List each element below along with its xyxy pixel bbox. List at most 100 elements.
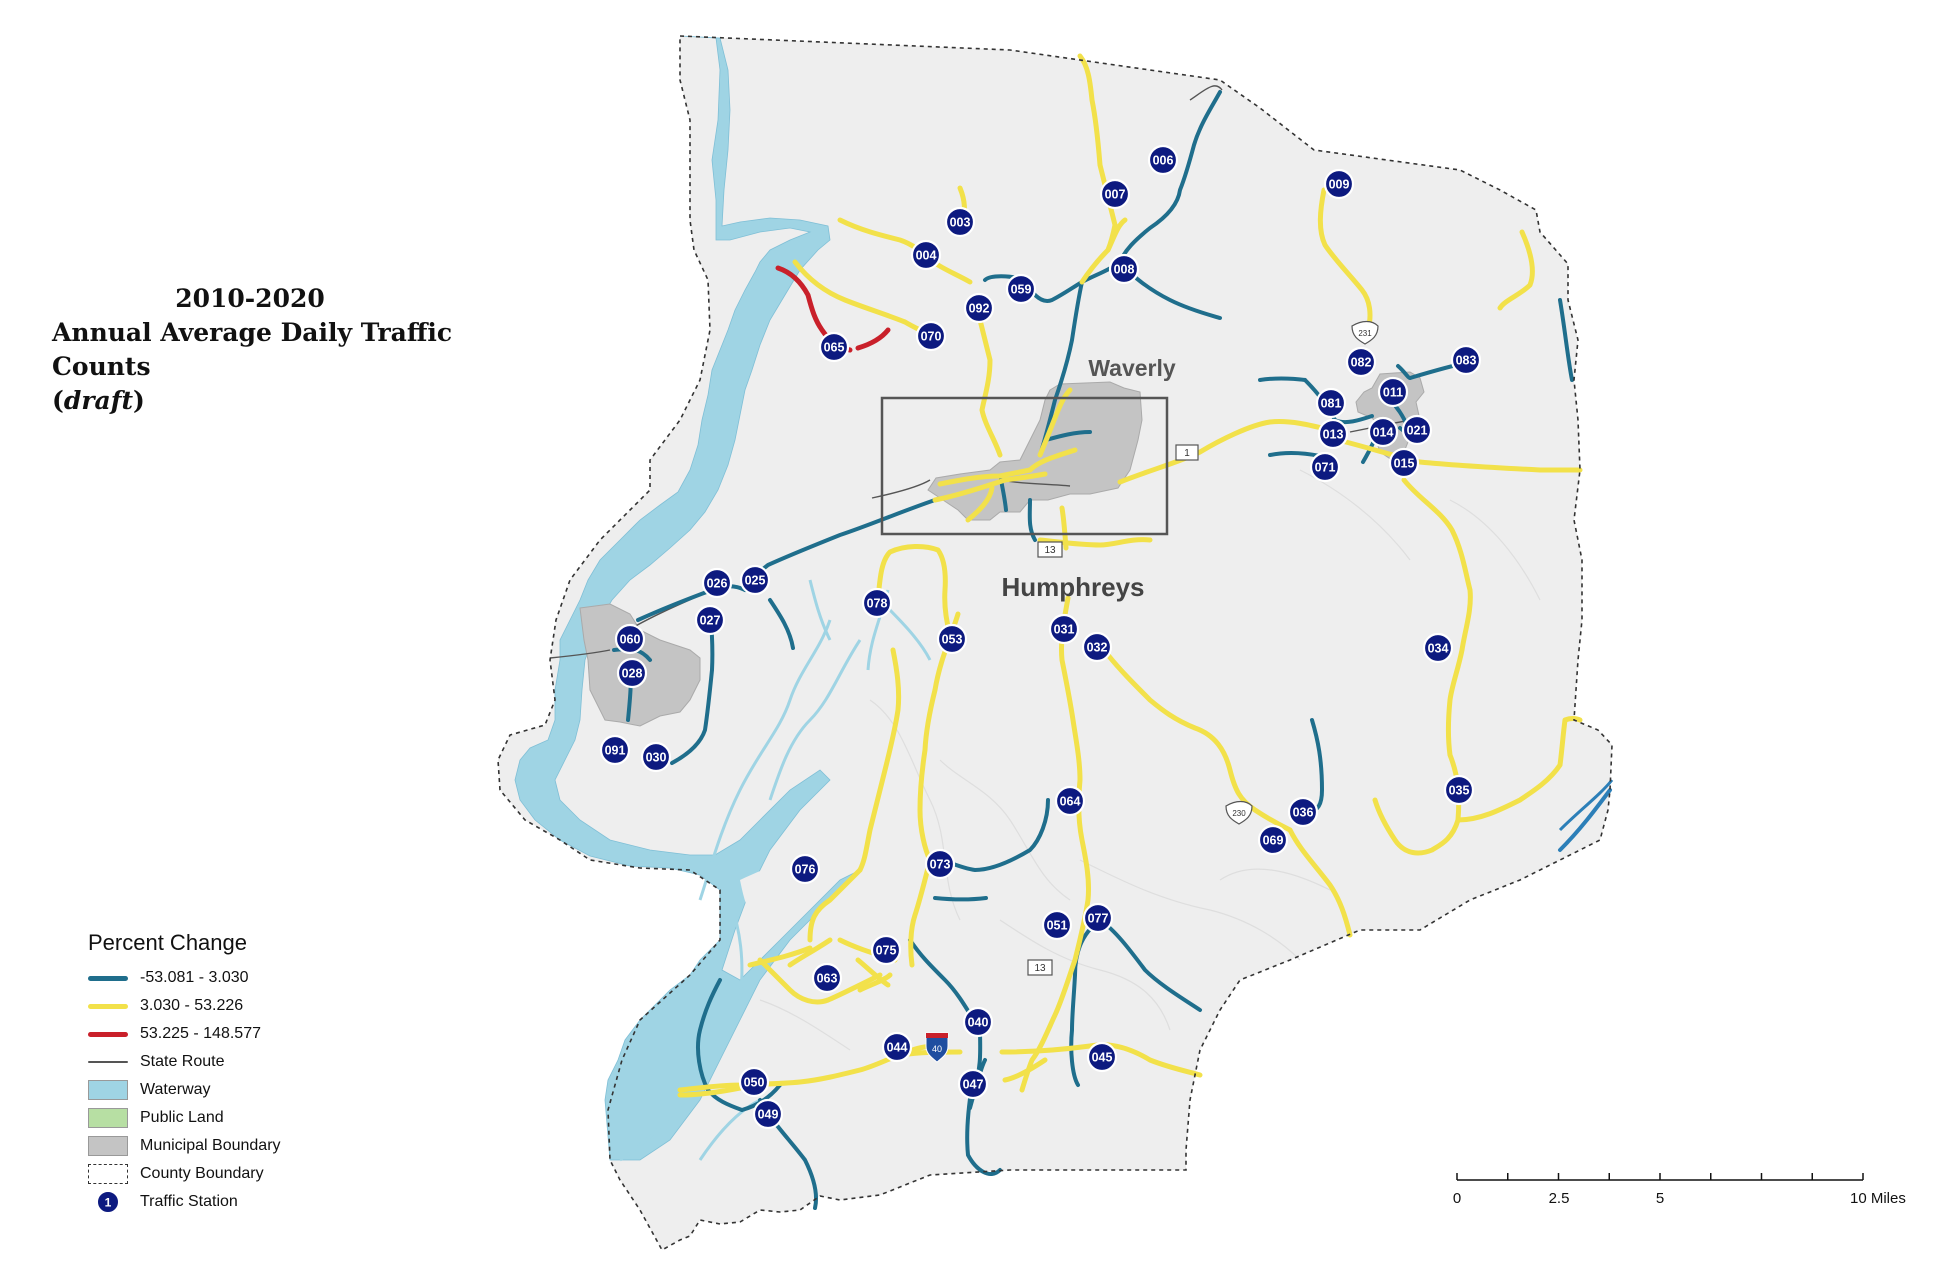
traffic-station-063[interactable]: 063: [811, 962, 843, 994]
traffic-station-049[interactable]: 049: [752, 1098, 784, 1130]
traffic-station-marker[interactable]: [739, 564, 771, 596]
traffic-station-marker[interactable]: [1345, 346, 1377, 378]
traffic-station-009[interactable]: 009: [1323, 168, 1355, 200]
place-label-waverly: Waverly: [1088, 355, 1176, 381]
traffic-station-marker[interactable]: [1082, 902, 1114, 934]
traffic-station-marker[interactable]: [1323, 168, 1355, 200]
traffic-station-marker[interactable]: [1388, 447, 1420, 479]
traffic-station-label: 036: [1293, 806, 1314, 820]
traffic-station-025[interactable]: 025: [739, 564, 771, 596]
traffic-station-053[interactable]: 053: [936, 623, 968, 655]
traffic-station-label: 069: [1263, 834, 1284, 848]
traffic-station-013[interactable]: 013: [1317, 418, 1349, 450]
traffic-station-092[interactable]: 092: [963, 292, 995, 324]
traffic-station-091[interactable]: 091: [599, 734, 631, 766]
traffic-station-marker[interactable]: [694, 604, 726, 636]
traffic-station-marker[interactable]: [1377, 376, 1409, 408]
traffic-station-059[interactable]: 059: [1005, 273, 1037, 305]
traffic-station-026[interactable]: 026: [701, 567, 733, 599]
traffic-station-marker[interactable]: [752, 1098, 784, 1130]
traffic-station-045[interactable]: 045: [1086, 1041, 1118, 1073]
traffic-station-marker[interactable]: [1081, 631, 1113, 663]
traffic-station-marker[interactable]: [1147, 144, 1179, 176]
traffic-station-069[interactable]: 069: [1257, 824, 1289, 856]
traffic-station-015[interactable]: 015: [1388, 447, 1420, 479]
traffic-station-marker[interactable]: [870, 934, 902, 966]
traffic-station-marker[interactable]: [599, 734, 631, 766]
traffic-station-014[interactable]: 014: [1367, 416, 1399, 448]
traffic-station-028[interactable]: 028: [616, 657, 648, 689]
traffic-station-076[interactable]: 076: [789, 853, 821, 885]
traffic-station-marker[interactable]: [616, 657, 648, 689]
traffic-station-011[interactable]: 011: [1377, 376, 1409, 408]
traffic-station-064[interactable]: 064: [1054, 785, 1086, 817]
traffic-station-078[interactable]: 078: [861, 587, 893, 619]
traffic-station-marker[interactable]: [1257, 824, 1289, 856]
traffic-station-036[interactable]: 036: [1287, 796, 1319, 828]
traffic-station-marker[interactable]: [915, 320, 947, 352]
traffic-station-marker[interactable]: [640, 741, 672, 773]
traffic-station-073[interactable]: 073: [924, 848, 956, 880]
traffic-station-marker[interactable]: [1287, 796, 1319, 828]
traffic-station-035[interactable]: 035: [1443, 774, 1475, 806]
traffic-station-004[interactable]: 004: [910, 239, 942, 271]
traffic-station-marker[interactable]: [811, 962, 843, 994]
traffic-station-marker[interactable]: [1054, 785, 1086, 817]
traffic-station-marker[interactable]: [1450, 344, 1482, 376]
traffic-station-marker[interactable]: [1041, 909, 1073, 941]
traffic-station-031[interactable]: 031: [1048, 613, 1080, 645]
traffic-station-marker[interactable]: [962, 1006, 994, 1038]
traffic-station-marker[interactable]: [1099, 178, 1131, 210]
traffic-station-marker[interactable]: [1422, 632, 1454, 664]
traffic-station-077[interactable]: 077: [1082, 902, 1114, 934]
traffic-station-marker[interactable]: [881, 1031, 913, 1063]
traffic-station-marker[interactable]: [963, 292, 995, 324]
traffic-station-marker[interactable]: [614, 623, 646, 655]
traffic-station-marker[interactable]: [1108, 253, 1140, 285]
traffic-station-034[interactable]: 034: [1422, 632, 1454, 664]
traffic-station-marker[interactable]: [1309, 451, 1341, 483]
traffic-station-marker[interactable]: [1367, 416, 1399, 448]
traffic-station-marker[interactable]: [1443, 774, 1475, 806]
traffic-station-marker[interactable]: [910, 239, 942, 271]
traffic-station-marker[interactable]: [924, 848, 956, 880]
traffic-station-marker[interactable]: [789, 853, 821, 885]
traffic-station-060[interactable]: 060: [614, 623, 646, 655]
traffic-station-003[interactable]: 003: [944, 206, 976, 238]
traffic-station-marker[interactable]: [701, 567, 733, 599]
traffic-station-006[interactable]: 006: [1147, 144, 1179, 176]
traffic-station-marker[interactable]: [861, 587, 893, 619]
traffic-station-marker[interactable]: [738, 1066, 770, 1098]
traffic-station-label: 015: [1394, 457, 1415, 471]
traffic-station-070[interactable]: 070: [915, 320, 947, 352]
traffic-station-047[interactable]: 047: [957, 1068, 989, 1100]
traffic-station-marker[interactable]: [1317, 418, 1349, 450]
traffic-station-marker[interactable]: [818, 331, 850, 363]
traffic-station-032[interactable]: 032: [1081, 631, 1113, 663]
traffic-station-075[interactable]: 075: [870, 934, 902, 966]
traffic-station-marker[interactable]: [1086, 1041, 1118, 1073]
traffic-station-081[interactable]: 081: [1315, 387, 1347, 419]
traffic-station-071[interactable]: 071: [1309, 451, 1341, 483]
traffic-station-marker[interactable]: [1005, 273, 1037, 305]
traffic-station-040[interactable]: 040: [962, 1006, 994, 1038]
traffic-station-082[interactable]: 082: [1345, 346, 1377, 378]
traffic-station-marker[interactable]: [936, 623, 968, 655]
traffic-station-marker[interactable]: [957, 1068, 989, 1100]
traffic-station-021[interactable]: 021: [1401, 414, 1433, 446]
traffic-station-marker[interactable]: [1401, 414, 1433, 446]
traffic-station-051[interactable]: 051: [1041, 909, 1073, 941]
legend-item: County Boundary: [88, 1160, 348, 1188]
traffic-station-083[interactable]: 083: [1450, 344, 1482, 376]
traffic-station-007[interactable]: 007: [1099, 178, 1131, 210]
traffic-station-marker[interactable]: [1048, 613, 1080, 645]
traffic-station-marker[interactable]: [1315, 387, 1347, 419]
traffic-station-065[interactable]: 065: [818, 331, 850, 363]
legend-symbol: [88, 1107, 132, 1129]
traffic-station-030[interactable]: 030: [640, 741, 672, 773]
traffic-station-008[interactable]: 008: [1108, 253, 1140, 285]
traffic-station-marker[interactable]: [944, 206, 976, 238]
traffic-station-027[interactable]: 027: [694, 604, 726, 636]
traffic-station-050[interactable]: 050: [738, 1066, 770, 1098]
traffic-station-044[interactable]: 044: [881, 1031, 913, 1063]
